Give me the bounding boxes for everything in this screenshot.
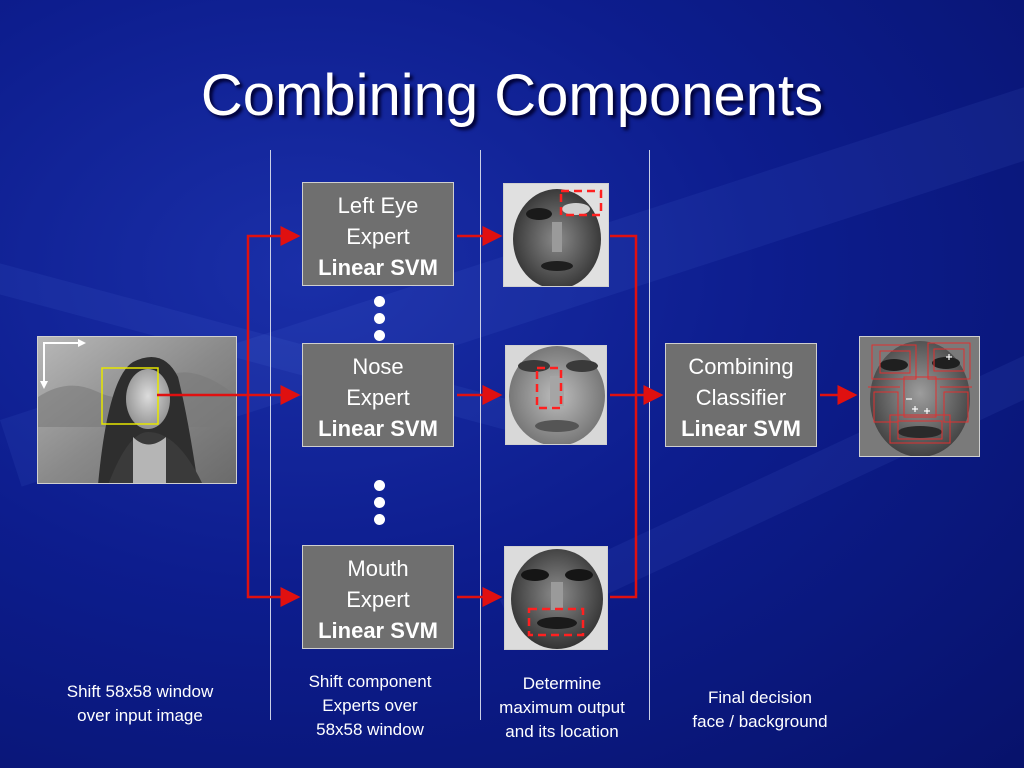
- max-output-caption: Determine maximum output and its locatio…: [482, 672, 642, 744]
- nose-expert-box: Nose Expert Linear SVM: [302, 343, 454, 447]
- ellipsis-dots: [374, 296, 386, 347]
- page-title: Combining Components: [200, 63, 824, 128]
- result-face-image: [859, 336, 980, 457]
- input-image: [37, 336, 237, 484]
- caption-line: Final decision: [708, 688, 812, 707]
- input-caption: Shift 58x58 window over input image: [35, 680, 245, 728]
- expert-label: Expert: [346, 385, 410, 410]
- expert-label: Expert: [346, 587, 410, 612]
- mouth-response-image: [504, 546, 608, 650]
- column-divider: [480, 150, 481, 720]
- expert-label: Expert: [346, 224, 410, 249]
- expert-classifier: Linear SVM: [318, 618, 438, 643]
- expert-name: Mouth: [347, 556, 409, 581]
- caption-line: Shift 58x58 window: [66, 682, 214, 701]
- caption-line: face / background: [692, 712, 828, 731]
- combiner-label: Classifier: [695, 385, 787, 410]
- left-eye-response-image: [503, 183, 609, 287]
- caption-line: over input image: [77, 706, 203, 725]
- column-divider: [270, 150, 271, 720]
- decision-caption: Final decision face / background: [670, 686, 850, 734]
- mouth-expert-box: Mouth Expert Linear SVM: [302, 545, 454, 649]
- caption-line: Experts over: [322, 696, 418, 715]
- expert-name: Left Eye: [337, 193, 419, 218]
- caption-line: and its location: [505, 722, 619, 741]
- caption-line: Determine: [522, 674, 602, 693]
- combiner-name: Combining: [688, 354, 794, 379]
- caption-line: Shift component: [308, 672, 432, 691]
- combiner-classifier: Linear SVM: [681, 416, 801, 441]
- input-portrait-image: [38, 337, 236, 483]
- nose-response-image: [505, 345, 607, 445]
- caption-line: maximum output: [499, 698, 625, 717]
- combining-classifier-box: Combining Classifier Linear SVM: [665, 343, 817, 447]
- left-eye-expert-box: Left Eye Expert Linear SVM: [302, 182, 454, 286]
- column-divider: [649, 150, 650, 720]
- experts-caption: Shift component Experts over 58x58 windo…: [280, 670, 460, 742]
- expert-name: Nose: [352, 354, 404, 379]
- expert-classifier: Linear SVM: [318, 416, 438, 441]
- caption-line: 58x58 window: [316, 720, 424, 739]
- expert-classifier: Linear SVM: [318, 255, 438, 280]
- ellipsis-dots: [374, 480, 386, 531]
